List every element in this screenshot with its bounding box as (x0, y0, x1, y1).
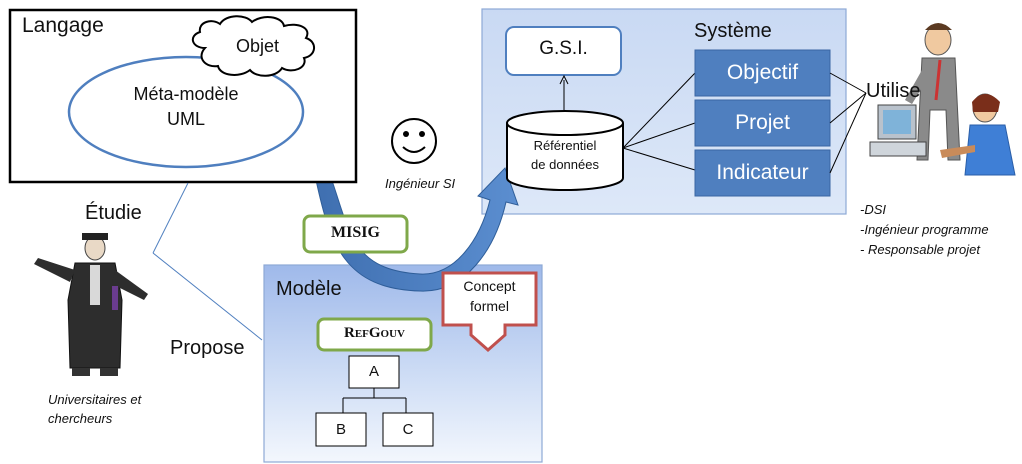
propose-line (152, 252, 263, 341)
tree-node-b-label: B (335, 421, 346, 438)
indicateur-box (694, 149, 831, 197)
item-indicateur: Indicateur (716, 161, 809, 184)
misig-box (302, 214, 409, 254)
refgouv-label: RefGouv (344, 325, 405, 341)
modele-title: Modèle (276, 278, 342, 300)
user-responsable: - Responsable projet (860, 242, 980, 257)
gsi-box (505, 26, 622, 76)
referentiel-database-icon (506, 110, 624, 191)
universitaires-line2: chercheurs (48, 411, 113, 426)
tree-node-a-label: A (368, 363, 379, 380)
etudie-label: Étudie (85, 202, 142, 224)
concept-formel-arrow-shape (441, 271, 538, 353)
professor-figure-icon (34, 233, 148, 376)
concept-line2: formel (470, 298, 509, 314)
ellipse-line1: Méta-modèle (133, 84, 239, 104)
item-projet: Projet (735, 111, 790, 134)
ellipse-line2: UML (166, 109, 205, 129)
ingenieur-si-label: Ingénieur SI (385, 176, 456, 191)
objet-cloud-label: Objet (236, 36, 280, 56)
db-line1: Référentiel (533, 138, 597, 153)
gsi-label: G.S.I. (539, 38, 588, 59)
universitaires-line1: Universitaires et (48, 392, 142, 407)
user-dsi: -DSI (860, 202, 886, 217)
misig-curved-arrow (315, 167, 519, 292)
systeme-title: Système (694, 20, 772, 42)
tree-node-c (382, 412, 434, 447)
meta-model-ellipse (67, 55, 305, 169)
refgouv-box (316, 317, 433, 352)
user-ingenieur: -Ingénieur programme (860, 222, 989, 237)
db-line2: de données (531, 157, 599, 172)
concept-line1: Concept (463, 278, 516, 294)
misig-label: MISIG (331, 224, 380, 241)
tree-node-a (348, 355, 400, 389)
utilise-label: Utilise (866, 80, 921, 102)
propose-label: Propose (170, 337, 245, 359)
users-at-computer-icon (869, 23, 1016, 176)
objet-cloud-shape (191, 15, 315, 77)
smiley-icon (391, 118, 437, 164)
item-objectif: Objectif (726, 61, 799, 84)
etudie-line (152, 182, 189, 254)
langage-title: Langage (22, 14, 104, 37)
tree-node-c-label: C (402, 421, 414, 438)
tree-node-b (315, 412, 367, 447)
projet-box (694, 99, 831, 147)
